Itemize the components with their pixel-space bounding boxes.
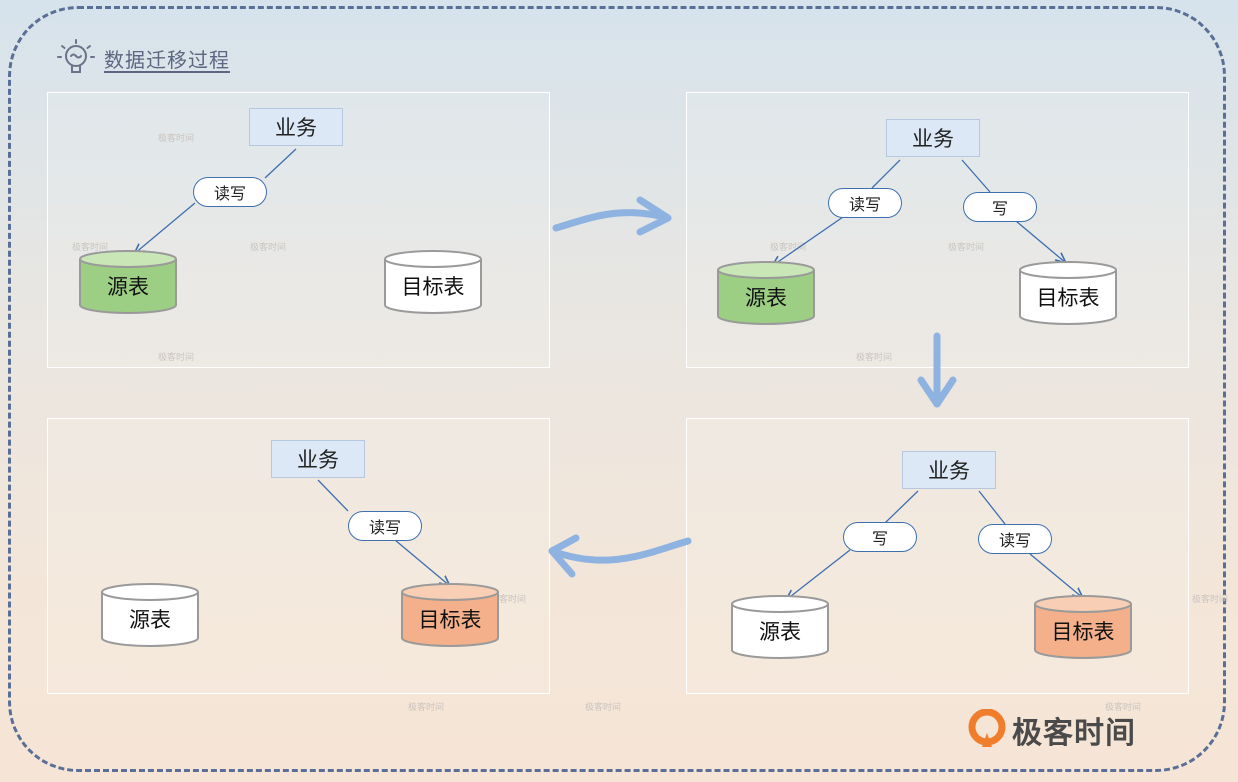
edge-label-write: 写 bbox=[843, 522, 917, 552]
edge bbox=[978, 490, 1006, 525]
diagram-title: 数据迁移过程 bbox=[104, 47, 230, 72]
brand-logo-text: 极客时间 bbox=[1012, 716, 1136, 751]
flow-arrow-right bbox=[552, 209, 672, 232]
watermark: 极客时间 bbox=[72, 243, 109, 253]
source-table-label: 源表 bbox=[745, 286, 787, 310]
source-table-label: 源表 bbox=[759, 620, 801, 644]
edge-label-write: 写 bbox=[963, 192, 1037, 222]
flow-arrow-right-head bbox=[636, 196, 672, 236]
target-table-label: 目标表 bbox=[1036, 286, 1100, 310]
edge bbox=[786, 549, 851, 600]
edge-label-read-write: 读写 bbox=[978, 524, 1052, 554]
target-table-label: 目标表 bbox=[418, 608, 482, 632]
source-table-label: 源表 bbox=[129, 608, 171, 632]
watermark: 极客时间 bbox=[770, 243, 807, 253]
watermark: 极客时间 bbox=[585, 703, 622, 713]
watermark: 极客时间 bbox=[856, 353, 893, 363]
edge bbox=[961, 159, 991, 193]
cylinder-top bbox=[384, 250, 482, 268]
business-node: 业务 bbox=[886, 119, 980, 157]
flow-arrow-down-head bbox=[917, 376, 957, 408]
cylinder-top bbox=[401, 583, 499, 601]
target-table-label: 目标表 bbox=[1051, 620, 1115, 644]
target-table-cylinder bbox=[384, 259, 482, 314]
dashed-frame bbox=[8, 6, 1226, 772]
edge bbox=[134, 202, 196, 254]
watermark: 极客时间 bbox=[408, 703, 445, 713]
edge-label-read-write: 读写 bbox=[348, 511, 422, 541]
lightbulb-icon bbox=[57, 39, 95, 73]
target-table-cylinder bbox=[401, 592, 499, 647]
edge bbox=[394, 539, 450, 586]
edge bbox=[884, 490, 919, 524]
edge bbox=[772, 216, 844, 266]
cylinder-top bbox=[1034, 595, 1132, 613]
cylinder-top bbox=[101, 583, 199, 601]
cylinder-top bbox=[79, 250, 177, 268]
watermark: 极客时间 bbox=[158, 134, 195, 144]
watermark: 极客时间 bbox=[1105, 703, 1142, 713]
source-table-cylinder bbox=[79, 259, 177, 314]
source-table-cylinder bbox=[101, 592, 199, 647]
edge bbox=[1029, 553, 1083, 598]
target-table-cylinder bbox=[1019, 270, 1117, 325]
cylinder-top bbox=[717, 261, 815, 279]
target-table-cylinder bbox=[1034, 604, 1132, 659]
edge bbox=[264, 148, 297, 179]
watermark: 极客时间 bbox=[1192, 595, 1229, 605]
watermark: 极客时间 bbox=[158, 353, 195, 363]
cylinder-top bbox=[1019, 261, 1117, 279]
brand-logo: 极客时间 bbox=[968, 708, 1136, 752]
edge bbox=[871, 159, 901, 189]
watermark: 极客时间 bbox=[250, 243, 287, 253]
business-node: 业务 bbox=[902, 451, 996, 489]
flow-arrow-left bbox=[548, 537, 692, 564]
flow-arrow-left-head bbox=[548, 534, 580, 578]
edge bbox=[317, 479, 349, 512]
business-node: 业务 bbox=[271, 440, 365, 478]
business-node: 业务 bbox=[249, 108, 343, 146]
source-table-cylinder bbox=[717, 270, 815, 325]
watermark: 极客时间 bbox=[948, 243, 985, 253]
target-table-label: 目标表 bbox=[401, 275, 465, 299]
cylinder-top bbox=[731, 595, 829, 613]
source-table-label: 源表 bbox=[107, 275, 149, 299]
edge-label-read-write: 读写 bbox=[193, 177, 267, 207]
edge bbox=[1015, 220, 1066, 263]
watermark: 极客时间 bbox=[490, 595, 527, 605]
brand-logo-icon bbox=[968, 709, 1006, 747]
title-area: 数据迁移过程 bbox=[56, 38, 230, 78]
edge-label-read-write: 读写 bbox=[828, 188, 902, 218]
source-table-cylinder bbox=[731, 604, 829, 659]
